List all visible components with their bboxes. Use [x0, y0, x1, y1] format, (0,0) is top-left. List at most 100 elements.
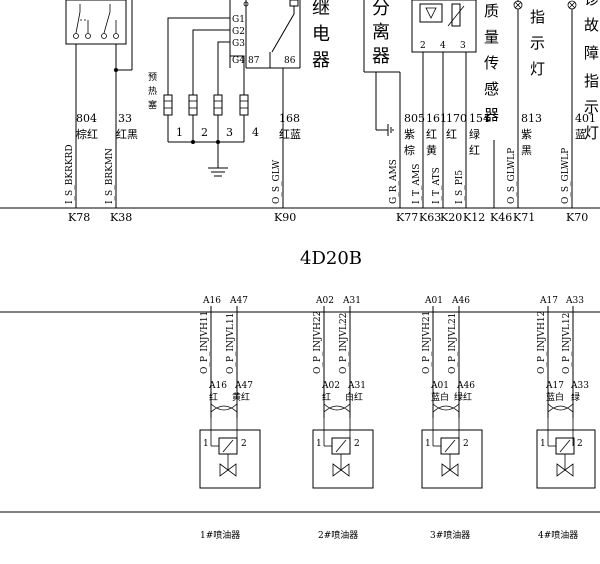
wire-num-170: 170 [446, 112, 467, 125]
wire-color-804: 棕红 [76, 127, 98, 141]
inj2-color-b: 白红 [345, 391, 363, 403]
wire-color-161a: 红 [426, 128, 437, 141]
svg-text:热: 热 [148, 85, 157, 97]
sensor-pin-3: 3 [460, 41, 466, 51]
svg-text:器: 器 [312, 50, 330, 71]
wire-num-154: 154 [469, 112, 490, 125]
wire-color-805b: 棕 [404, 143, 415, 157]
inj1-name: 1#喷油器 [200, 529, 240, 541]
svg-text:指: 指 [530, 8, 545, 26]
conn-k38: K38 [110, 211, 132, 224]
relay-pin-g1: G1 [232, 15, 245, 25]
inj4-signal-b: O_P_INJVL12 [562, 313, 572, 374]
conn-k90: K90 [274, 211, 296, 224]
inj3-color-a: 蓝白 [431, 391, 449, 403]
inj1-pin-b2: A47 [234, 381, 253, 391]
conn-k77: K77 [396, 211, 418, 224]
inj4-color-b: 绿 [571, 391, 580, 403]
inj1-pin-a2: A16 [208, 381, 227, 391]
plug-num-4: 4 [252, 126, 259, 139]
conn-k46: K46 [490, 211, 512, 224]
conn-k70: K70 [566, 211, 588, 224]
separator-component: 分 离 器 [363, 0, 401, 208]
inj4-pin-b2: A33 [570, 381, 589, 391]
svg-text:示: 示 [584, 98, 599, 116]
signal-33: I_S_BRKMN [105, 148, 115, 204]
wire-num-401: 401 [575, 112, 596, 125]
inj4-term-2: 2 [577, 439, 583, 449]
plug-num-3: 3 [226, 126, 233, 139]
inj2-name: 2#喷油器 [318, 529, 358, 541]
signal-154: I_S_PI5 [455, 170, 465, 204]
wire-color-401: 蓝 [575, 128, 586, 141]
inj3-signal-b: O_P_INJVL21 [448, 313, 458, 374]
inj3-color-b: 绿红 [454, 391, 472, 403]
wire-color-33: 红黑 [116, 128, 138, 141]
wire-num-33: 33 [118, 112, 132, 125]
signal-401: O_S_GLWLP [561, 148, 571, 204]
plug-num-2: 2 [201, 126, 208, 139]
svg-text:质: 质 [484, 2, 499, 20]
inj1-signal-a: O_P_INJVH11 [200, 311, 210, 374]
relay-pin-block: G1 G2 G3 G4 87 86 [229, 0, 301, 69]
wire-color-154a: 绿 [469, 127, 480, 141]
wire-num-813: 813 [521, 112, 542, 125]
inj1-signal-b: O_P_INJVL11 [226, 313, 236, 374]
signal-813: O_S_GLWLP [507, 148, 517, 204]
inj3-pin-b2: A46 [456, 381, 475, 391]
inj1-term-1: 1 [203, 439, 209, 449]
inj2-term-2: 2 [354, 439, 360, 449]
signal-168: O_S_GLW [272, 159, 282, 204]
conn-k78: K78 [68, 211, 90, 224]
svg-text:继: 继 [312, 0, 330, 19]
svg-text:分: 分 [372, 0, 390, 19]
wire-color-813a: 紫 [521, 128, 532, 141]
inj3-pin-a2: A01 [430, 381, 449, 391]
svg-text:量: 量 [484, 28, 499, 46]
wire-num-804: 804 [76, 112, 97, 125]
inj2-pin-b: A31 [342, 296, 361, 306]
signal-161: I_T_AMS [412, 164, 422, 204]
inj1-pin-b: A47 [229, 296, 248, 306]
wire-num-805: 805 [404, 112, 425, 125]
relay-pin-g3: G3 [232, 39, 245, 49]
svg-text:诊: 诊 [584, 0, 599, 8]
injector-3: A01 A46 O_P_INJVH21 O_P_INJVL21 A01 A46 … [421, 296, 483, 541]
svg-text:电: 电 [312, 24, 330, 45]
inj4-pin-b: A33 [565, 296, 584, 306]
injector-1: A16 A47 O_P_INJVH11 O_P_INJVL11 A16 A47 … [199, 296, 261, 541]
svg-text:传: 传 [484, 54, 499, 72]
svg-text:故: 故 [584, 16, 599, 34]
wire-color-805a: 紫 [404, 128, 415, 141]
inj3-term-2: 2 [463, 439, 469, 449]
quality-sensor-label: 质 量 传 感 器 [484, 2, 499, 124]
inj4-pin-a2: A17 [545, 381, 564, 391]
preheat-plug-label: 预 热 塞 [148, 72, 157, 111]
relay-pin-87: 87 [248, 56, 260, 66]
inj3-pin-a: A01 [424, 296, 443, 306]
relay-pin-86: 86 [284, 56, 296, 66]
signal-804: I_S_BKRKRD [65, 144, 75, 204]
switch-component [65, 0, 127, 45]
sensor-pin-4: 4 [440, 41, 446, 51]
inj2-pin-a: A02 [315, 296, 334, 306]
injector-2: A02 A31 O_P_INJVH22 O_P_INJVL22 A02 A31 … [312, 296, 374, 541]
fault-lamp-component: 诊 故 障 指 示 灯 [567, 0, 599, 208]
inj4-name: 4#喷油器 [538, 529, 578, 541]
inj2-pin-b2: A31 [347, 381, 366, 391]
wire-color-813b: 黑 [521, 144, 532, 157]
inj4-term-1: 1 [540, 439, 546, 449]
inj2-color-a: 红 [322, 391, 331, 403]
relay-label: 继 电 器 [312, 0, 330, 71]
quality-sensor-component: 2 4 3 [411, 0, 477, 208]
svg-text:指: 指 [584, 72, 599, 90]
inj4-pin-a: A17 [539, 296, 558, 306]
inj2-signal-a: O_P_INJVH22 [313, 311, 323, 374]
plug-num-1: 1 [176, 126, 183, 139]
injector-4: A17 A33 O_P_INJVH12 O_P_INJVL12 A17 A33 … [536, 296, 596, 541]
inj1-color-a: 红 [209, 391, 218, 403]
inj2-signal-b: O_P_INJVL22 [339, 313, 349, 374]
wire-num-161: 161 [426, 112, 447, 125]
inj2-term-1: 1 [316, 439, 322, 449]
